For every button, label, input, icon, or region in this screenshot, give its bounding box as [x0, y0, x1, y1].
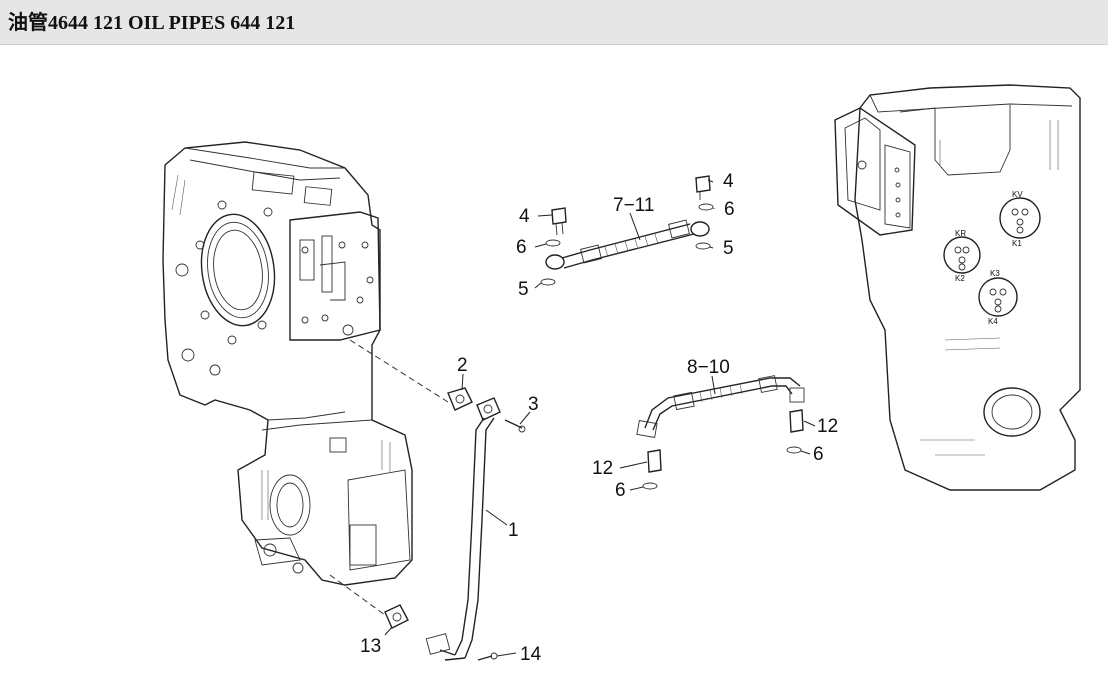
port-label-kv: KV — [1012, 190, 1023, 199]
hose-8-10 — [636, 375, 805, 490]
callout-6-upper-right: 6 — [724, 199, 735, 220]
callout-leaders — [384, 179, 816, 657]
callout-12-right: 12 — [817, 416, 838, 437]
oil-pipe-1 — [384, 387, 526, 661]
title-bar: 油管4644 121 OIL PIPES 644 121 — [0, 0, 1108, 45]
callout-5-right: 5 — [723, 238, 734, 259]
port-label-k4: K4 — [988, 317, 998, 326]
callout-4-left: 4 — [519, 206, 530, 227]
callout-2: 2 — [457, 355, 468, 376]
port-label-k3: K3 — [990, 269, 1000, 278]
leader-lines-dashed — [329, 339, 449, 616]
gearbox-housing-left — [162, 141, 413, 586]
port-label-kr: KR — [955, 229, 966, 238]
callout-6-upper-left: 6 — [516, 237, 527, 258]
callout-6-lower-left: 6 — [615, 480, 626, 501]
callout-12-left: 12 — [592, 458, 613, 479]
callout-7-11: 7−11 — [613, 195, 654, 216]
callout-14: 14 — [520, 644, 542, 665]
port-label-k1: K1 — [1012, 239, 1022, 248]
callout-8-10: 8−10 — [687, 357, 730, 378]
port-label-k2: K2 — [955, 274, 965, 283]
callout-6-lower-right: 6 — [813, 444, 824, 465]
hose-7-11 — [540, 175, 714, 286]
callout-1: 1 — [508, 520, 519, 541]
page-title: 油管4644 121 OIL PIPES 644 121 — [8, 12, 296, 34]
callout-4-right: 4 — [723, 171, 734, 192]
parts-diagram: KV K1 KR K2 K3 K4 1 2 3 4 4 6 6 5 5 — [162, 84, 1081, 665]
callout-numbers: 1 2 3 4 4 6 6 5 5 7−11 8−10 12 6 12 6 13… — [360, 171, 838, 665]
valve-housing-right: KV K1 KR K2 K3 K4 — [834, 84, 1081, 491]
callout-13: 13 — [360, 636, 381, 657]
callout-5-left: 5 — [518, 279, 529, 300]
callout-3: 3 — [528, 394, 539, 415]
